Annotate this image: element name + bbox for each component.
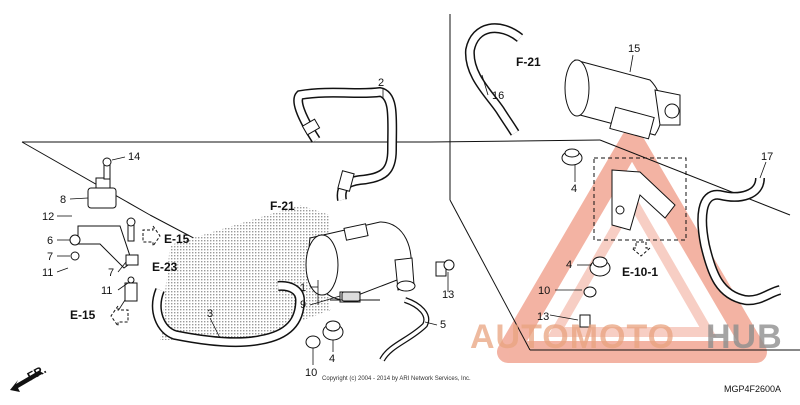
tube-5 — [379, 297, 430, 362]
part-number-7-mid: 7 — [108, 267, 114, 279]
part-number-11-mid: 11 — [101, 285, 112, 297]
part-number-4-right-mid: 4 — [566, 259, 572, 271]
solenoid-bracket — [69, 157, 139, 302]
part-number-4-right-top: 4 — [571, 183, 577, 195]
part-number-7-left: 7 — [47, 251, 53, 263]
part-number-9: 9 — [300, 299, 306, 311]
hose-17 — [697, 177, 782, 306]
front-arrow: FR. — [10, 362, 48, 392]
part-number-8: 8 — [60, 194, 66, 206]
part-number-5: 5 — [440, 319, 446, 331]
ref-e10-1: E-10-1 — [622, 265, 658, 279]
diagram-code: MGP4F2600A — [724, 384, 781, 394]
ref-e15-bottom: E-15 — [70, 308, 96, 322]
watermark-auto-text: AUTOMOTO — [470, 318, 675, 356]
part-number-13-right: 13 — [537, 311, 549, 323]
hose-3 — [151, 280, 306, 348]
hose-2 — [293, 86, 398, 201]
copyright-text: Copyright (c) 2004 - 2014 by ARI Network… — [322, 376, 471, 382]
part-number-14: 14 — [128, 151, 140, 163]
section-lines — [21, 14, 800, 351]
part-number-13-center: 13 — [442, 289, 454, 301]
grommets — [305, 148, 611, 349]
part-number-17: 17 — [761, 151, 773, 163]
part-number-12: 12 — [42, 211, 54, 223]
ref-e15-top: E-15 — [164, 232, 190, 246]
part-number-6: 6 — [47, 235, 53, 247]
bracket-dashed-box — [593, 157, 687, 241]
part-number-11-left: 11 — [42, 267, 53, 279]
part-number-3: 3 — [207, 308, 213, 320]
bracket-right — [611, 169, 676, 231]
ref-f21-left: F-21 — [270, 199, 295, 213]
ref-e23: E-23 — [152, 260, 178, 274]
ref-f21-right: F-21 — [516, 55, 541, 69]
part-number-2: 2 — [378, 77, 384, 89]
reference-arrows — [110, 224, 652, 328]
reference-labels: F-21 F-21 E-15 E-23 E-15 E-10-1 — [70, 55, 658, 322]
part-number-16: 16 — [492, 90, 504, 102]
part-number-4-center: 4 — [329, 353, 335, 365]
watermark-text: AUTOMOTO HUB — [470, 318, 783, 356]
canister-assembly — [305, 221, 416, 303]
hose-16 — [464, 23, 524, 136]
canister-15 — [564, 59, 681, 140]
floor-shading — [160, 205, 330, 340]
part-number-1: 1 — [300, 282, 306, 294]
watermark-hub-text: HUB — [706, 318, 783, 356]
leader-lines — [56, 54, 767, 365]
part-number-10-right: 10 — [538, 285, 550, 297]
part-number-15: 15 — [628, 43, 640, 55]
part-number-10-center: 10 — [305, 367, 317, 379]
part-callouts: 2 16 15 17 4 4 10 13 13 5 4 10 1 9 3 14 … — [42, 43, 773, 379]
